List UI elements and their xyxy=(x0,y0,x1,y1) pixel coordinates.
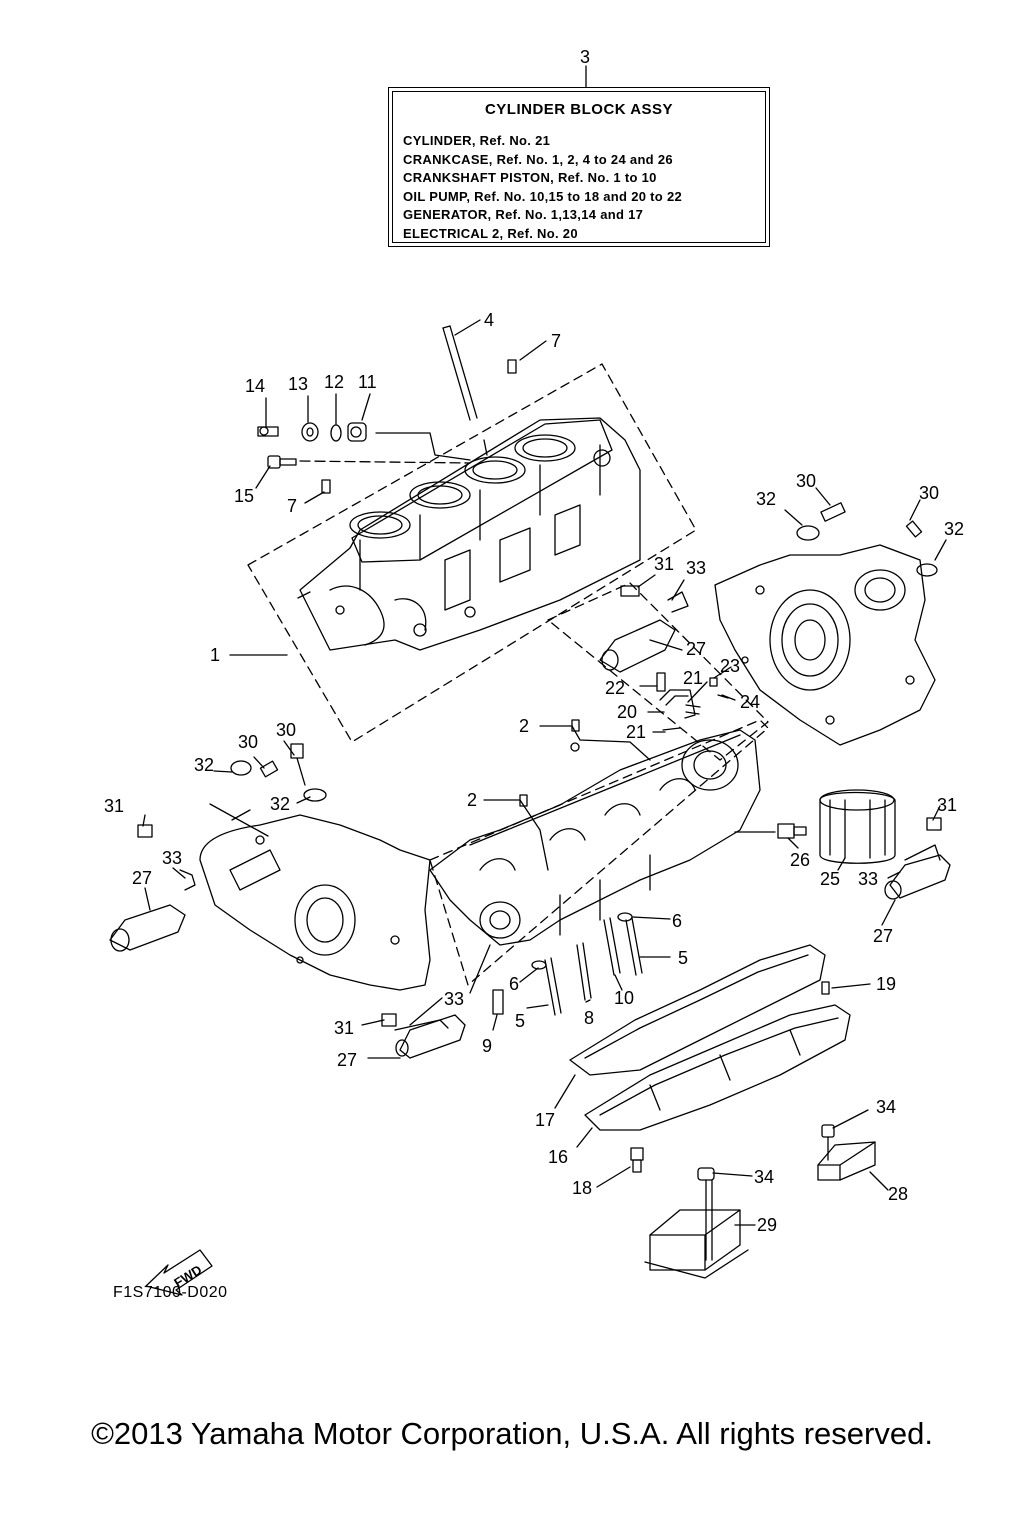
callout-6: 6 xyxy=(509,974,519,994)
callout-21: 21 xyxy=(626,722,646,742)
callout-6: 6 xyxy=(672,911,682,931)
callout-31: 31 xyxy=(654,554,674,574)
callout-22: 22 xyxy=(605,678,625,698)
legend-line: ELECTRICAL 2, Ref. No. 20 xyxy=(403,225,578,241)
legend-line: CYLINDER, Ref. No. 21 xyxy=(403,133,551,148)
callout-leaders xyxy=(142,319,947,1226)
callout-32: 32 xyxy=(270,794,290,814)
lower-crankcase xyxy=(429,729,761,946)
callout-32: 32 xyxy=(756,489,776,509)
callout-2: 2 xyxy=(467,790,477,810)
callout-33: 33 xyxy=(444,989,464,1009)
callout-3: 3 xyxy=(580,47,590,67)
mount-27-lower xyxy=(381,1013,466,1059)
generator-cover-right xyxy=(714,544,936,746)
callout-34: 34 xyxy=(876,1097,896,1117)
callout-7: 7 xyxy=(551,331,561,351)
callout-16: 16 xyxy=(548,1147,568,1167)
mount-27-upper xyxy=(599,591,689,673)
dowel-pin-2-upper xyxy=(571,719,580,732)
bolt-set-left xyxy=(137,743,327,838)
oil-filter-25 xyxy=(819,789,896,864)
oil-pipe-20 xyxy=(656,672,729,731)
legend-line: CRANKSHAFT PISTON, Ref. No. 1 to 10 xyxy=(403,170,657,186)
callout-12: 12 xyxy=(324,372,344,392)
callout-11: 11 xyxy=(358,372,377,392)
legend-inner-border: CYLINDER BLOCK ASSY CYLINDER, Ref. No. 2… xyxy=(392,91,766,243)
callout-29: 29 xyxy=(757,1215,777,1235)
dowel-pin-7-lower xyxy=(321,479,331,494)
callout-24: 24 xyxy=(740,692,760,712)
callout-30: 30 xyxy=(238,732,258,752)
callout-33: 33 xyxy=(162,848,182,868)
callout-1: 1 xyxy=(210,645,220,665)
fitting-set-11-14 xyxy=(257,422,367,442)
callout-25: 25 xyxy=(820,869,840,889)
dowel-pin-19 xyxy=(821,981,830,995)
callout-18: 18 xyxy=(572,1178,592,1198)
callout-26: 26 xyxy=(790,850,810,870)
lower-crankcase-group-outline xyxy=(429,719,769,986)
callout-19: 19 xyxy=(876,974,896,994)
callout-31: 31 xyxy=(937,795,957,815)
callout-5: 5 xyxy=(678,948,688,968)
mount-27-left xyxy=(109,869,196,952)
stud-bolt-4 xyxy=(442,325,478,421)
callout-32: 32 xyxy=(194,755,214,775)
callout-9: 9 xyxy=(482,1036,492,1056)
callout-21: 21 xyxy=(683,668,703,688)
callout-13: 13 xyxy=(288,374,308,394)
mount-block-29 xyxy=(644,1167,749,1279)
figure-id: F1S7100-D020 xyxy=(113,1284,228,1301)
bolt-set-upper-right xyxy=(620,502,938,597)
callout-33: 33 xyxy=(686,558,706,578)
callout-30: 30 xyxy=(919,483,939,503)
union-bolt-26 xyxy=(777,823,807,839)
oil-pan-16 xyxy=(584,1004,851,1131)
callout-10: 10 xyxy=(614,988,634,1008)
callout-20: 20 xyxy=(617,702,637,722)
upper-crankcase xyxy=(247,363,697,743)
legend-line: GENERATOR, Ref. No. 1,13,14 and 17 xyxy=(403,207,644,223)
callout-4: 4 xyxy=(484,310,494,330)
callout-30: 30 xyxy=(276,720,296,740)
mount-27-right xyxy=(884,817,951,900)
oil-pan-gasket-17 xyxy=(569,944,826,1076)
dowel-pin-7-upper xyxy=(507,359,517,374)
callout-28: 28 xyxy=(888,1184,908,1204)
callout-31: 31 xyxy=(104,796,124,816)
callout-2: 2 xyxy=(519,716,529,736)
callout-27: 27 xyxy=(873,926,893,946)
callout-7: 7 xyxy=(287,496,297,516)
callout-32: 32 xyxy=(944,519,964,539)
legend-title: CYLINDER BLOCK ASSY xyxy=(484,101,674,118)
fwd-arrow-icon xyxy=(145,1249,213,1296)
bracket-28 xyxy=(817,1124,876,1181)
lower-crankcase-group-outline-upper xyxy=(547,582,769,761)
callout-14: 14 xyxy=(245,376,265,396)
crankcase-bolts xyxy=(492,912,643,1016)
callout-31: 31 xyxy=(334,1018,354,1038)
legend-lines: CYLINDER, Ref. No. 21 CRANKCASE, Ref. No… xyxy=(403,132,682,244)
callout-34: 34 xyxy=(754,1167,774,1187)
callout-33: 33 xyxy=(858,869,878,889)
callout-23: 23 xyxy=(720,656,740,676)
legend-line: OIL PUMP, Ref. No. 10,15 to 18 and 20 to… xyxy=(403,188,683,204)
bolt-15 xyxy=(267,455,297,469)
bolt-18 xyxy=(630,1147,644,1173)
callout-5: 5 xyxy=(515,1011,525,1031)
cylinder-block-assy-legend: CYLINDER BLOCK ASSY CYLINDER, Ref. No. 2… xyxy=(388,87,770,247)
callout-17: 17 xyxy=(535,1110,555,1130)
copyright-notice: ©2013 Yamaha Motor Corporation, U.S.A. A… xyxy=(91,1416,933,1451)
callout-27: 27 xyxy=(337,1050,357,1070)
callout-30: 30 xyxy=(796,471,816,491)
callout-27: 27 xyxy=(132,868,152,888)
callout-8: 8 xyxy=(584,1008,594,1028)
legend-line: CRANKCASE, Ref. No. 1, 2, 4 to 24 and 26 xyxy=(403,151,673,167)
callout-15: 15 xyxy=(234,486,254,506)
generator-cover-left xyxy=(199,814,431,991)
callout-27: 27 xyxy=(686,639,706,659)
